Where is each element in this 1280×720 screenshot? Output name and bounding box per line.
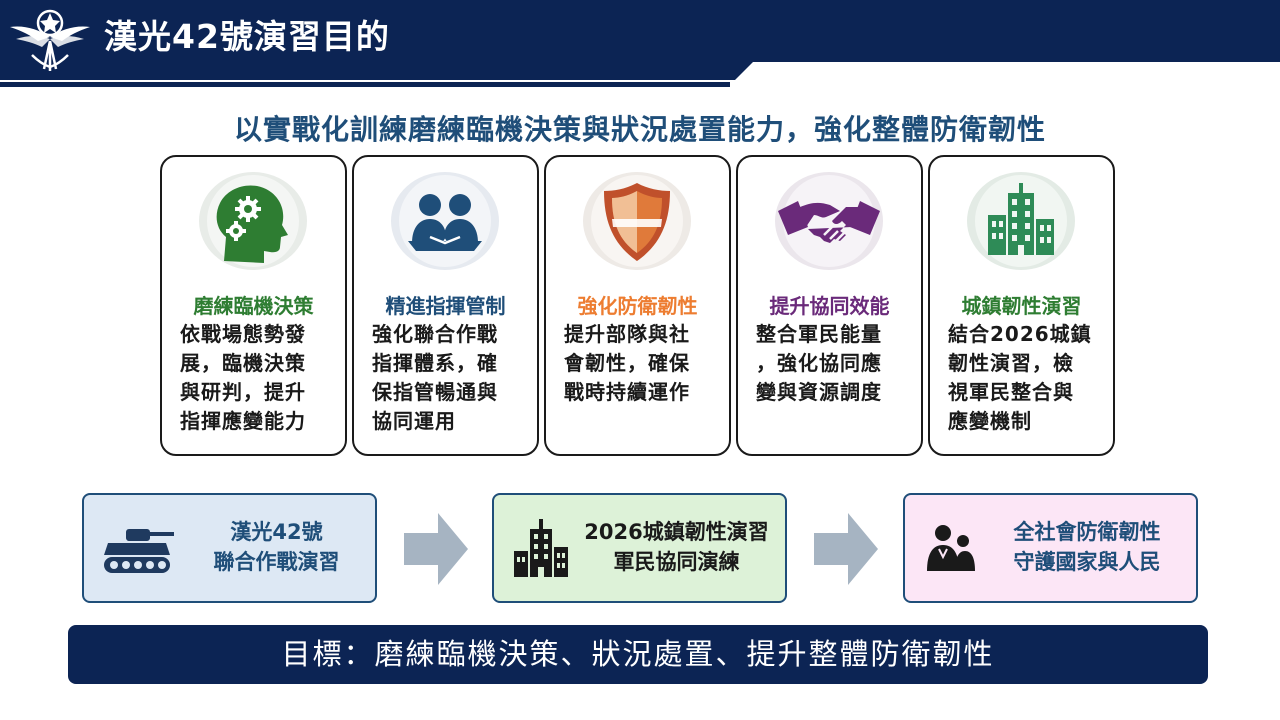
buildings-icon [967, 172, 1075, 270]
flow-text: 2026城鎮韌性演習 軍民協同演練 [574, 517, 779, 577]
flow-line: 聯合作戰演習 [213, 550, 340, 574]
card-body: 整合軍民能量 ，強化協同應 變與資源調度 [756, 320, 907, 407]
arrow-right-icon [814, 513, 878, 585]
handshake-icon [775, 172, 883, 270]
card-title: 強化防衛韌性 [577, 294, 698, 318]
flow-text: 漢光42號 聯合作戰演習 [184, 517, 369, 577]
card-line: 提升部隊與社 [564, 322, 690, 346]
card-body: 依戰場態勢發 展，臨機決策 與研判，提升 指揮應變能力 [180, 320, 331, 436]
flow-line: 守護國家與人民 [1013, 550, 1161, 574]
card-urban: 城鎮韌性演習 結合2026城鎮 韌性演習，檢 視軍民整合與 應變機制 [928, 155, 1115, 456]
card-command: 精進指揮管制 強化聯合作戰 指揮體系，確 保指管暢通與 協同運用 [352, 155, 539, 456]
card-body: 提升部隊與社 會韌性，確保 戰時持續運作 [564, 320, 715, 407]
header-tab [0, 62, 753, 80]
card-line: 與研判，提升 [180, 380, 306, 404]
card-line: 保指管暢通與 [372, 380, 498, 404]
card-line: 指揮體系，確 [372, 351, 498, 375]
people-icon [927, 525, 975, 571]
subtitle: 以實戰化訓練磨練臨機決策與狀況處置能力，強化整體防衛韌性 [233, 113, 1046, 146]
card-body: 結合2026城鎮 韌性演習，檢 視軍民整合與 應變機制 [948, 320, 1099, 436]
card-line: 依戰場態勢發 [180, 322, 306, 346]
card-line: 會韌性，確保 [564, 351, 690, 375]
flow-line: 2026城鎮韌性演習 [584, 520, 769, 544]
card-title: 精進指揮管制 [385, 294, 506, 318]
building-icon [514, 519, 568, 577]
flow-box-urban-drill: 2026城鎮韌性演習 軍民協同演練 [492, 493, 787, 603]
card-line: ，強化協同應 [756, 351, 882, 375]
team-icon [391, 172, 499, 270]
head-gears-icon [199, 172, 307, 270]
header-underline [0, 82, 730, 87]
shield-icon [583, 172, 691, 270]
header-bar: 漢光42號演習目的 [0, 0, 1280, 87]
flow-line: 軍民協同演練 [613, 550, 740, 574]
card-body: 強化聯合作戰 指揮體系，確 保指管暢通與 協同運用 [372, 320, 523, 436]
card-title: 城鎮韌性演習 [961, 294, 1082, 318]
card-coordination: 提升協同效能 整合軍民能量 ，強化協同應 變與資源調度 [736, 155, 923, 456]
card-line: 應變機制 [948, 409, 1032, 433]
goal-banner: 目標：磨練臨機決策、狀況處置、提升整體防衛韌性 [68, 625, 1208, 684]
card-line: 視軍民整合與 [948, 380, 1074, 404]
card-title: 提升協同效能 [769, 294, 890, 318]
card-line: 指揮應變能力 [180, 409, 306, 433]
card-line: 展，臨機決策 [180, 351, 306, 375]
card-title: 磨練臨機決策 [193, 294, 314, 318]
card-line: 戰時持續運作 [564, 380, 690, 404]
arrow-right-icon [404, 513, 468, 585]
card-line: 強化聯合作戰 [372, 322, 498, 346]
card-line: 協同運用 [372, 409, 456, 433]
card-decision: 磨練臨機決策 依戰場態勢發 展，臨機決策 與研判，提升 指揮應變能力 [160, 155, 347, 456]
card-line: 整合軍民能量 [756, 322, 882, 346]
flow-box-hanguang: 漢光42號 聯合作戰演習 [82, 493, 377, 603]
header-band [0, 0, 1280, 62]
card-line: 變與資源調度 [756, 380, 882, 404]
card-line: 韌性演習，檢 [948, 351, 1074, 375]
card-line: 結合2026城鎮 [948, 322, 1092, 346]
flow-box-whole-society: 全社會防衛韌性 守護國家與人民 [903, 493, 1198, 603]
page-title: 漢光42號演習目的 [104, 17, 390, 56]
flow-text: 全社會防衛韌性 守護國家與人民 [987, 517, 1187, 577]
emblem-icon [10, 9, 90, 71]
flow-line: 全社會防衛韌性 [1013, 520, 1161, 544]
tank-icon [104, 529, 174, 573]
card-resilience: 強化防衛韌性 提升部隊與社 會韌性，確保 戰時持續運作 [544, 155, 731, 456]
flow-line: 漢光42號 [230, 520, 323, 544]
